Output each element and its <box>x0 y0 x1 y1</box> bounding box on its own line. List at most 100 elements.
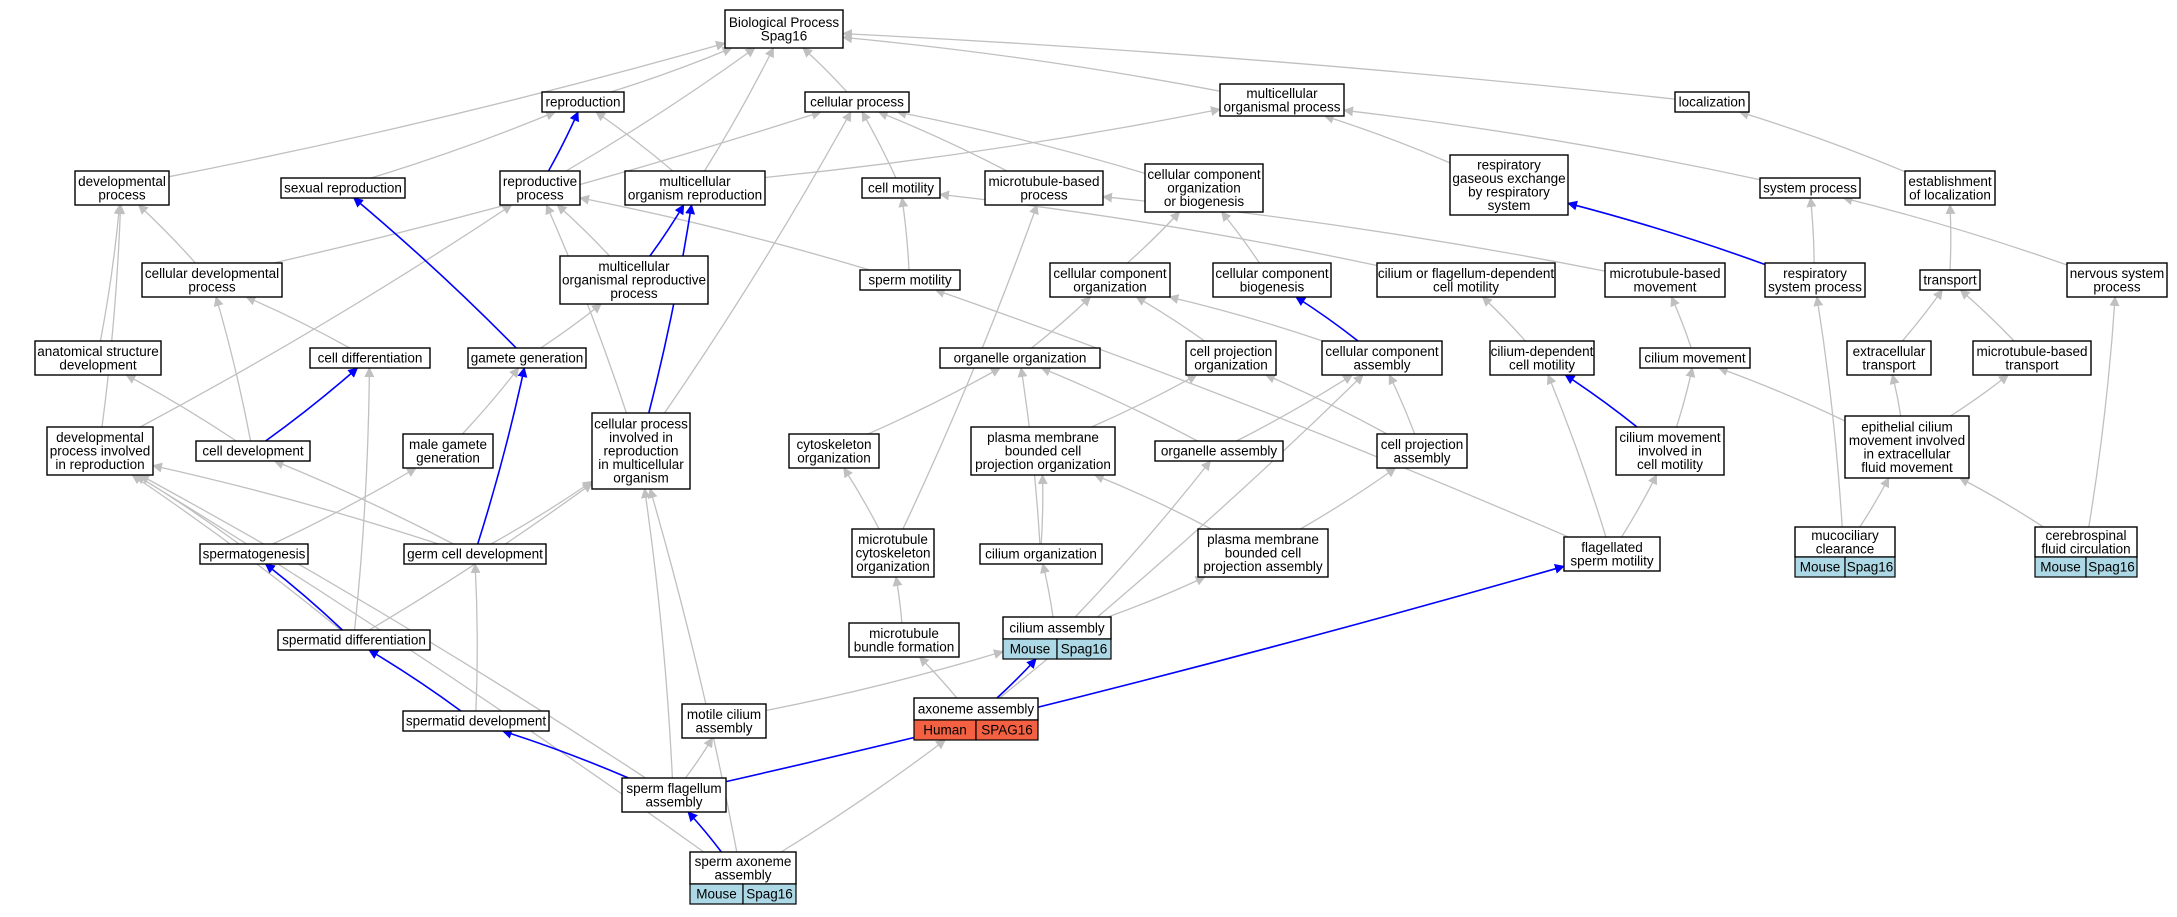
node-system-process[interactable]: system process <box>1759 177 1861 199</box>
edge-multicellular-organismal-reproductive-process-to-reproductive-process <box>556 204 610 257</box>
edge-spermatogenesis-to-male-gamete-generation <box>272 467 417 545</box>
node-cilium-movement[interactable]: cilium movement <box>1639 347 1751 369</box>
node-box <box>1604 262 1726 298</box>
node-cell-development[interactable]: cell development <box>195 440 311 462</box>
node-label-line: cellular process <box>810 95 904 110</box>
badge-organism-label: Mouse <box>2040 560 2081 575</box>
edge-establishment-of-localization-to-localization <box>1738 109 1906 173</box>
node-label-line: cellular component <box>1053 266 1167 281</box>
edge-germ-cell-development-to-cellular-process-involved-in-reproduction <box>490 480 593 545</box>
node-box <box>1376 262 1556 298</box>
node-spermatogenesis[interactable]: spermatogenesis <box>199 543 309 565</box>
node-cellular-process[interactable]: cellular process <box>804 91 910 113</box>
node-sexual-reproduction[interactable]: sexual reproduction <box>280 177 406 199</box>
edge-line <box>540 303 602 349</box>
node-cell-differentiation[interactable]: cell differentiation <box>309 347 431 369</box>
node-organelle-assembly[interactable]: organelle assembly <box>1154 440 1284 462</box>
edge-cerebrospinal-fluid-circulation-to-nervous-system-process <box>2088 296 2120 528</box>
edge-line <box>648 204 696 414</box>
edge-line <box>501 728 629 779</box>
node-label-line: in reproduction <box>55 457 144 472</box>
badge-organism-label: Mouse <box>696 887 737 902</box>
node-organelle-organization[interactable]: organelle organization <box>939 347 1101 369</box>
edge-cell-differentiation-to-cellular-developmental-process <box>245 296 351 349</box>
edge-cellular-component-organization-or-biogenesis-to-cellular-process <box>896 108 1146 175</box>
node-label-line: multicellular <box>598 259 670 274</box>
edge-spermatid-differentiation-to-spermatogenesis <box>264 563 343 631</box>
node-box <box>1615 426 1725 476</box>
node-label-line: biogenesis <box>1240 279 1305 294</box>
node-sperm-motility[interactable]: sperm motility <box>859 269 961 291</box>
node-localization[interactable]: localization <box>1674 91 1750 113</box>
node-label-line: process <box>2093 279 2141 294</box>
edge-epithelial-cilium-movement-to-microtubule-based-transport <box>1950 374 2009 417</box>
edge-flagellated-sperm-motility-to-cilium-movement-involved-in-cell-motility <box>1621 474 1658 538</box>
node-box <box>402 433 494 469</box>
edge-spermatid-development-to-spermatid-differentiation <box>368 649 462 712</box>
edge-cell-projection-assembly-to-cell-projection-organization <box>1264 373 1388 435</box>
node-spermatid-development[interactable]: spermatid development <box>402 710 550 732</box>
edge-sperm-flagellum-assembly-to-motile-cilium-assembly <box>684 737 714 779</box>
node-reproduction[interactable]: reproduction <box>541 91 625 113</box>
node-gamete-generation[interactable]: gamete generation <box>467 347 587 369</box>
node-germ-cell-development[interactable]: germ cell development <box>403 543 547 565</box>
node-transport[interactable]: transport <box>1919 269 1981 291</box>
node-box <box>309 347 431 369</box>
node-cilium-organization[interactable]: cilium organization <box>979 543 1103 565</box>
node-box <box>1639 347 1751 369</box>
badge-organism-label: Mouse <box>1800 560 1841 575</box>
edge-cellular-process-involved-in-reproduction-to-multicellular-organism-reproduction <box>648 204 696 414</box>
node-box <box>1144 163 1264 213</box>
edge-multicellular-organismal-reproductive-process-to-multicellular-organism-reproduction <box>649 204 685 257</box>
edge-developmental-process-to-bp <box>168 40 726 178</box>
edge-line <box>213 296 252 442</box>
node-cell-motility[interactable]: cell motility <box>861 177 941 199</box>
edge-line <box>867 367 1001 435</box>
node-spermatid-differentiation[interactable]: spermatid differentiation <box>277 629 431 651</box>
node-label-line: sperm axoneme <box>695 854 792 869</box>
